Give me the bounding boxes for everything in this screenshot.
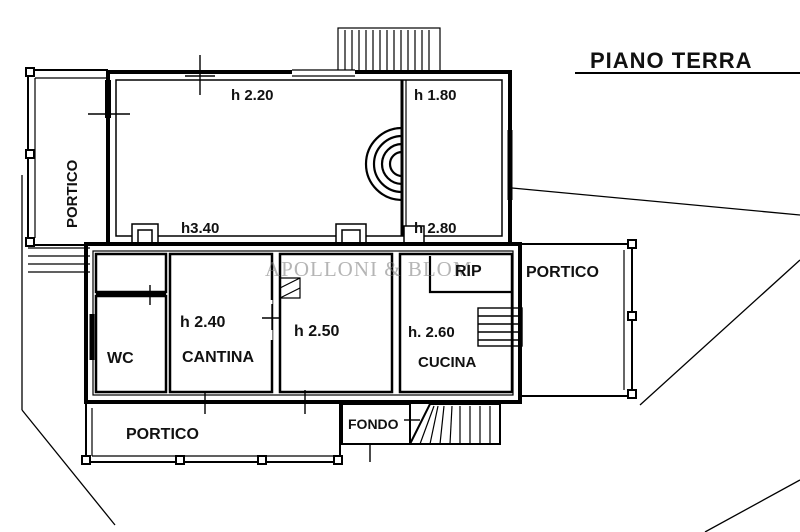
portico-left-outline	[25, 67, 108, 247]
fireplace-icon	[364, 126, 403, 202]
label-cantina: CANTINA	[182, 349, 254, 366]
fondo-area	[341, 403, 501, 462]
height-right-top: h 1.80	[414, 87, 457, 104]
height-340: h3.40	[181, 220, 219, 237]
portico-right-outline	[520, 239, 637, 399]
height-cantina: h 2.40	[180, 314, 225, 331]
chimney	[337, 27, 441, 73]
label-portico-right: PORTICO	[526, 264, 599, 281]
height-280: h 2.80	[414, 220, 457, 237]
height-main: h 2.20	[231, 87, 274, 104]
cucina-stairs	[477, 307, 523, 347]
wall-openings	[131, 223, 425, 245]
label-rip: RIP	[455, 263, 482, 280]
label-portico-bottom: PORTICO	[126, 426, 199, 443]
watermark: APOLLONI & BLOM	[265, 257, 473, 281]
label-cucina: CUCINA	[418, 354, 476, 371]
height-cucina: h. 2.60	[408, 324, 455, 341]
left-steps	[28, 247, 90, 273]
site-boundary-lines	[21, 175, 800, 532]
plan-title: PIANO TERRA	[590, 48, 753, 73]
portico-bottom-outline	[81, 402, 343, 465]
label-portico-left: PORTICO	[64, 159, 81, 228]
height-middle: h 2.50	[294, 323, 339, 340]
upper-room-walls	[88, 55, 513, 246]
label-wc: WC	[107, 350, 134, 367]
lower-block-walls	[84, 242, 522, 414]
label-fondo: FONDO	[348, 416, 399, 432]
